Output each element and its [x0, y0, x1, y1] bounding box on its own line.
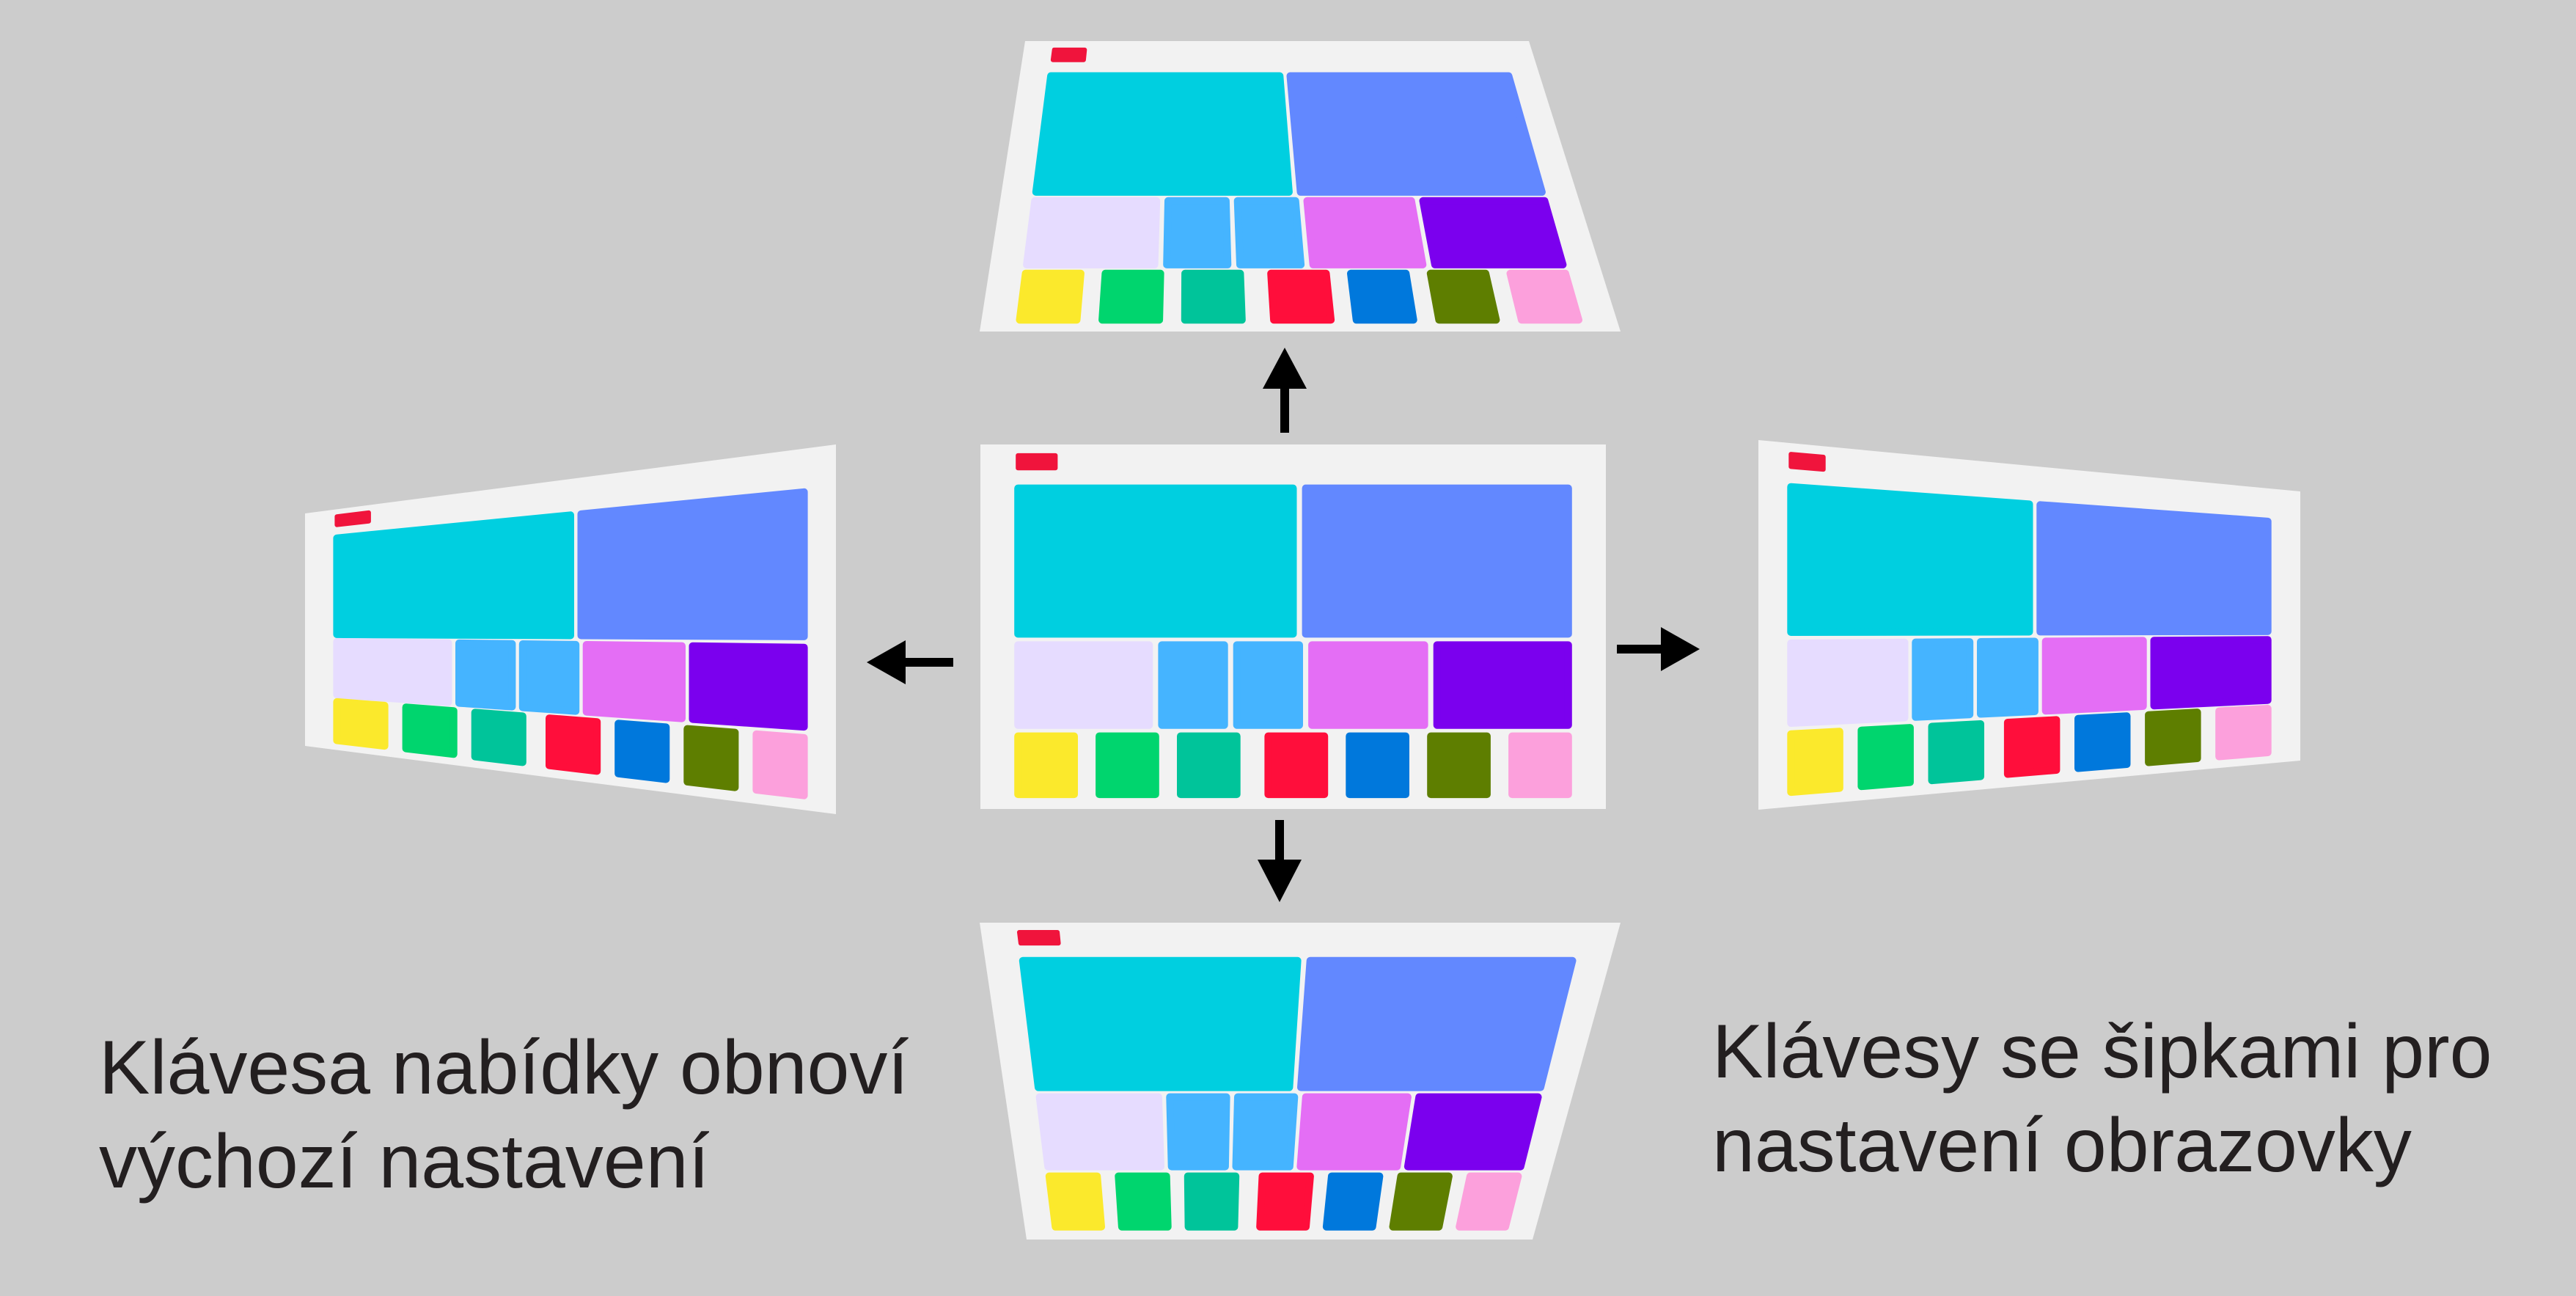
tile-down-r2-5: [1403, 1093, 1542, 1171]
tile-right-r1-1: [1787, 483, 2033, 636]
screen-indicator-left: [334, 510, 371, 527]
screen-center: [980, 444, 1606, 809]
caption-menu-key-reset: Klávesa nabídky obnoví výchozí nastavení: [99, 1021, 909, 1209]
tile-up-r3-1: [1016, 269, 1085, 324]
screen-indicator-right: [1788, 452, 1826, 472]
tile-left-r3-7: [752, 730, 808, 799]
tile-down-r3-4: [1256, 1172, 1314, 1231]
tile-center-r3-7: [1508, 732, 1572, 799]
tile-down-r3-3: [1184, 1172, 1240, 1231]
tile-down-r2-1: [1035, 1093, 1164, 1171]
tile-up-r3-6: [1426, 269, 1500, 324]
tile-right-r3-5: [2074, 712, 2131, 772]
tile-down-r3-7: [1456, 1172, 1522, 1231]
tile-right-r2-1: [1787, 638, 1909, 727]
tile-down-r2-3: [1232, 1093, 1299, 1171]
tile-down-r1-2: [1297, 956, 1577, 1091]
caption-right-line1: Klávesy se šipkami pro: [1712, 1009, 2492, 1094]
screen-down: [980, 923, 1621, 1240]
tile-left-r3-4: [546, 714, 601, 775]
tile-center-r3-6: [1427, 732, 1491, 799]
tile-right-r3-3: [1928, 720, 1984, 785]
tile-down-r1-1: [1019, 956, 1302, 1091]
arrow-left-head: [867, 640, 906, 684]
tile-right-r3-1: [1787, 728, 1843, 797]
screen-left: [305, 444, 836, 814]
tile-down-r3-2: [1115, 1172, 1172, 1231]
tile-left-r3-1: [333, 698, 389, 750]
tile-right-r3-6: [2145, 709, 2201, 766]
tile-down-r3-5: [1322, 1172, 1384, 1231]
caption-arrow-keys-adjust: Klávesy se šipkami pro nastavení obrazov…: [1712, 1005, 2492, 1193]
arrow-down-head: [1258, 860, 1302, 902]
arrow-up-head: [1263, 348, 1307, 389]
tile-down-r3-6: [1389, 1172, 1453, 1231]
tile-up-r2-3: [1233, 197, 1305, 268]
tile-right-r2-5: [2150, 636, 2272, 710]
tile-right-r1-2: [2036, 501, 2272, 636]
tile-center-r2-4: [1308, 641, 1428, 729]
tile-left-r3-6: [683, 725, 739, 791]
screen-right: [1758, 440, 2300, 810]
tile-down-r3-1: [1045, 1172, 1105, 1231]
screens-layer: [305, 41, 2300, 1240]
tile-center-r2-3: [1233, 641, 1303, 729]
tile-left-r3-5: [614, 720, 670, 783]
tile-left-r2-5: [689, 642, 808, 731]
tile-up-r3-3: [1181, 269, 1246, 324]
tile-left-r1-2: [577, 488, 808, 640]
caption-left-line2: výchozí nastavení: [99, 1119, 710, 1204]
tile-up-r3-5: [1347, 269, 1417, 324]
tile-up-r3-7: [1506, 269, 1582, 324]
tile-center-r1-1: [1014, 484, 1297, 638]
tile-left-r2-1: [333, 637, 452, 706]
tile-right-r2-4: [2041, 637, 2147, 715]
tile-up-r2-4: [1303, 197, 1427, 268]
tile-center-r3-1: [1014, 732, 1078, 799]
tile-right-r2-2: [1912, 638, 1974, 721]
tile-up-r1-1: [1032, 72, 1293, 196]
arrow-right-head: [1661, 627, 1700, 671]
tile-down-r2-2: [1166, 1093, 1230, 1171]
tile-center-r1-2: [1302, 484, 1572, 638]
arrow-right-icon: [1617, 627, 1700, 671]
screen-indicator-up: [1050, 47, 1087, 62]
tile-up-r2-2: [1163, 197, 1232, 268]
tile-center-r3-5: [1346, 732, 1409, 799]
tile-up-r3-2: [1098, 269, 1164, 324]
arrow-left-icon: [867, 640, 953, 684]
tile-right-r3-7: [2215, 705, 2272, 761]
tile-left-r2-2: [455, 639, 516, 711]
tile-right-r2-3: [1977, 637, 2039, 718]
tile-down-r2-4: [1296, 1093, 1412, 1171]
caption-left-line1: Klávesa nabídky obnoví: [99, 1025, 909, 1110]
tile-left-r2-4: [582, 641, 686, 722]
tile-left-r3-3: [471, 709, 526, 766]
screen-indicator-center: [1016, 453, 1058, 471]
tile-up-r2-5: [1419, 197, 1567, 268]
tile-center-r3-3: [1177, 732, 1241, 799]
tile-left-r2-3: [518, 640, 580, 715]
tile-center-r3-2: [1096, 732, 1159, 799]
tile-left-r3-2: [402, 703, 458, 758]
tile-up-r1-2: [1286, 72, 1546, 196]
tile-center-r3-4: [1264, 732, 1329, 799]
arrow-up-icon: [1263, 348, 1307, 433]
tile-left-r1-1: [333, 511, 574, 640]
tile-up-r3-4: [1267, 269, 1335, 324]
caption-right-line2: nastavení obrazovky: [1712, 1103, 2412, 1188]
tile-center-r2-5: [1433, 641, 1572, 729]
tile-right-r3-4: [2003, 716, 2061, 778]
tile-center-r2-2: [1158, 641, 1228, 729]
screen-up: [980, 41, 1621, 332]
tile-right-r3-2: [1857, 724, 1914, 791]
tile-up-r2-1: [1023, 197, 1161, 268]
arrow-down-icon: [1258, 820, 1302, 902]
arrows-layer: [867, 348, 1700, 902]
tile-center-r2-1: [1014, 641, 1153, 729]
screen-indicator-down: [1017, 930, 1061, 946]
